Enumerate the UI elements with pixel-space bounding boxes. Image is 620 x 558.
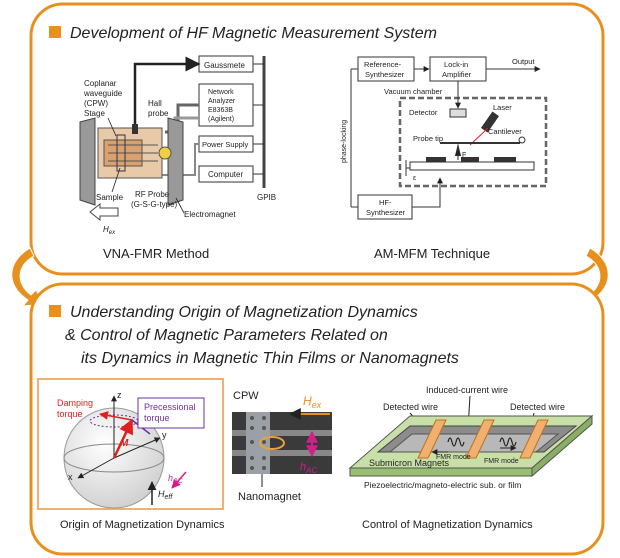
detected-wire-right-label: Detected wire <box>510 402 565 412</box>
vna-fmr-diagram: GPIB Gaussmete Network Analyzer E8363B (… <box>79 55 276 236</box>
submicron-label: Submicron Magnets <box>369 458 450 468</box>
axis-z-label: z <box>117 390 122 400</box>
control-caption: Control of Magnetization Dynamics <box>362 519 533 531</box>
vna-hall-label-2: probe <box>148 109 169 118</box>
mfm-hf-box <box>357 194 413 220</box>
substrate-label: Piezoelectric/magneto-electric sub. or f… <box>364 480 521 490</box>
mfm-laser-label: Laser <box>493 103 512 112</box>
mfm-hf-line-1: HF- <box>379 198 392 207</box>
mfm-vacuum-chamber <box>398 96 548 188</box>
cpw-label: CPW <box>233 390 259 402</box>
damping-label-2: torque <box>57 409 83 419</box>
top-title: Development of HF Magnetic Measurement S… <box>70 25 437 42</box>
damping-label-1: Damping <box>57 398 93 408</box>
vna-network-line-3: E8363B <box>208 107 233 114</box>
vna-gaussmete-label: Gaussmete <box>204 61 245 70</box>
mfm-ref-line-1: Reference- <box>364 60 402 69</box>
vna-power-label: Power Supply <box>202 140 249 149</box>
bottom-title-line-1: Understanding Origin of Magnetization Dy… <box>70 304 418 321</box>
magnetization-vector <box>112 418 134 459</box>
vna-caption: VNA-FMR Method <box>103 246 209 261</box>
vna-gpib-label: GPIB <box>257 193 276 202</box>
origin-diagram: z y x M Damping torque Precessional torq… <box>37 378 224 510</box>
fmr-mode-2-label: FMR mode <box>484 458 519 465</box>
mfm-caption: AM-MFM Technique <box>374 246 490 261</box>
heff-label: Heff <box>158 489 173 501</box>
vna-computer-label: Computer <box>208 170 243 179</box>
vna-electromagnet-label: Electromagnet <box>184 210 236 219</box>
vna-hex-label: Hex <box>103 225 116 236</box>
vna-cpw-label-4: Stage <box>84 109 105 118</box>
mfm-ref-line-2: Synthesizer <box>365 70 405 79</box>
vna-network-box <box>198 83 254 127</box>
nanomagnet-label: Nanomagnet <box>238 491 301 503</box>
bottom-title-line-2: & Control of Magnetic Parameters Related… <box>65 327 388 344</box>
mfm-probetip-label: Probe tip <box>413 134 443 143</box>
mfm-cantilever-label: Cantilever <box>488 127 522 136</box>
magnetization-label: M <box>120 438 129 449</box>
axis-y-label: y <box>162 430 167 440</box>
hac-sphere-label: hAC <box>168 473 184 485</box>
mfm-output-label: Output <box>512 57 535 66</box>
vna-sample-label: Sample <box>96 193 124 202</box>
hex-cpw-label: Hex <box>303 394 322 410</box>
mfm-epsilon-label: ε <box>413 175 416 182</box>
cpw-diagram: CPW Hex hAC Nanomagnet <box>232 390 332 503</box>
mfm-lockin-line-2: Amplifier <box>442 70 472 79</box>
hac-cpw-label: hAC <box>300 461 317 475</box>
vna-hex-arrow <box>89 202 119 222</box>
axis-x-label: x <box>68 472 73 482</box>
mfm-phase-label: phase-locking <box>341 120 348 163</box>
control-diagram: Induced-current wire Detected wire Detec… <box>348 385 594 490</box>
precessional-label-1: Precessional <box>144 402 196 412</box>
origin-caption: Origin of Magnetization Dynamics <box>60 519 225 531</box>
mfm-detector-label: Detector <box>409 108 438 117</box>
induced-wire-label: Induced-current wire <box>426 385 508 395</box>
vna-hall-label-1: Hall <box>148 99 162 108</box>
am-mfm-diagram: Reference- Synthesizer Lock-in Amplifier… <box>341 56 548 220</box>
vna-cpw-label-2: waveguide <box>83 89 123 98</box>
bottom-title-line-3: its Dynamics in Magnetic Thin Films or N… <box>81 350 459 367</box>
fmr-mode-1-label: FMR mode <box>436 454 471 461</box>
vna-rfprobe-label-2: (G-S-G-type) <box>131 200 178 209</box>
vna-network-line-2: Analyzer <box>208 98 236 105</box>
bottom-title-bullet <box>49 305 61 317</box>
vna-cpw-label-1: Coplanar <box>84 79 117 88</box>
mfm-ref-box <box>357 56 415 82</box>
top-title-bullet <box>49 26 61 38</box>
vna-network-line-4: (Agilent) <box>208 116 234 123</box>
mfm-lockin-line-1: Lock-in <box>444 60 468 69</box>
precessional-label-2: torque <box>144 413 170 423</box>
mfm-force-label: F <box>462 152 466 159</box>
detected-wire-left-label: Detected wire <box>383 402 438 412</box>
mfm-vacuum-label: Vacuum chamber <box>384 87 443 96</box>
vna-cpw-label-3: (CPW) <box>84 99 108 108</box>
vna-network-line-1: Network <box>208 89 234 96</box>
vna-rfprobe-label-1: RF Probe <box>135 190 170 199</box>
mfm-hf-line-2: Synthesizer <box>366 208 406 217</box>
